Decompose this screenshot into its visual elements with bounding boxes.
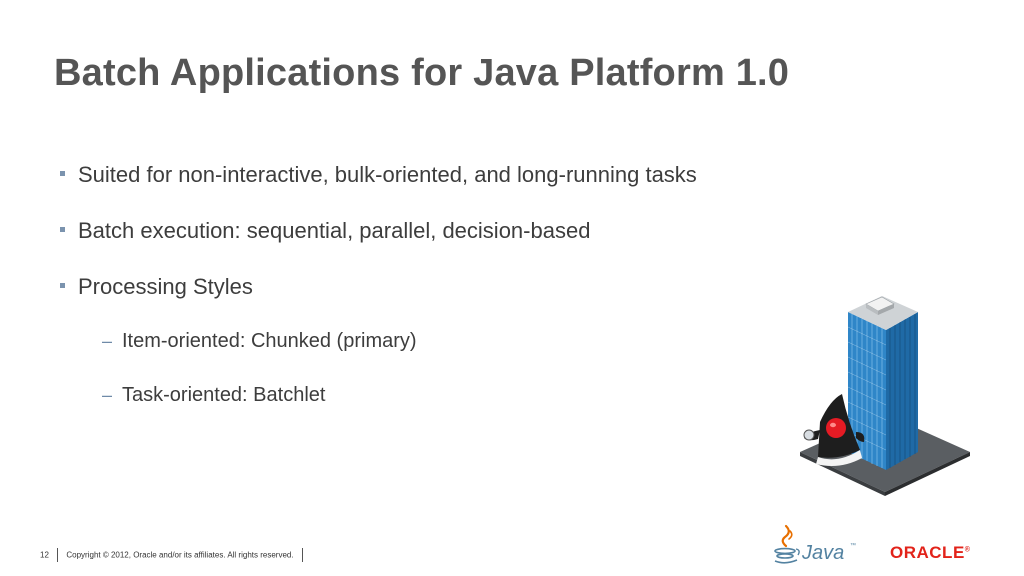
square-bullet-icon [60,171,65,176]
oracle-logo: ORACLE® [890,543,970,563]
page-number: 12 [40,550,49,560]
bullet-item: Processing Styles [58,270,818,326]
oracle-registered-mark: ® [964,546,971,554]
oracle-logo-text: ORACLE [890,543,965,562]
square-bullet-icon [60,227,65,232]
square-bullet-icon [60,283,65,288]
java-logo-text: Java [801,542,844,564]
bullet-text: Batch execution: sequential, parallel, d… [78,218,591,243]
bullet-text: Processing Styles [78,274,253,299]
copyright-text: Copyright © 2012, Oracle and/or its affi… [66,550,294,560]
bullet-item: Batch execution: sequential, parallel, d… [58,214,818,270]
footer-divider [57,548,59,562]
java-trademark: ™ [850,542,856,549]
sub-bullet-text: Item-oriented: Chunked (primary) [122,330,417,352]
dash-bullet-icon: – [102,331,113,351]
skyscraper-duke-illustration [800,296,970,496]
footer-divider [301,548,303,562]
bullet-item: Suited for non-interactive, bulk-oriente… [58,158,818,214]
dash-bullet-icon: – [102,385,113,405]
bullet-list: Suited for non-interactive, bulk-oriente… [58,158,818,434]
sub-bullet-item: – Item-oriented: Chunked (primary) [102,326,818,380]
bullet-text: Suited for non-interactive, bulk-oriente… [78,162,697,187]
footer: 12 Copyright © 2012, Oracle and/or its a… [40,548,309,562]
duke-mascot-icon [803,394,865,466]
java-logo: Java ™ [774,524,856,564]
sub-bullet-text: Task-oriented: Batchlet [122,384,326,406]
slide-title: Batch Applications for Java Platform 1.0 [54,52,790,94]
sub-bullet-item: – Task-oriented: Batchlet [102,380,818,434]
